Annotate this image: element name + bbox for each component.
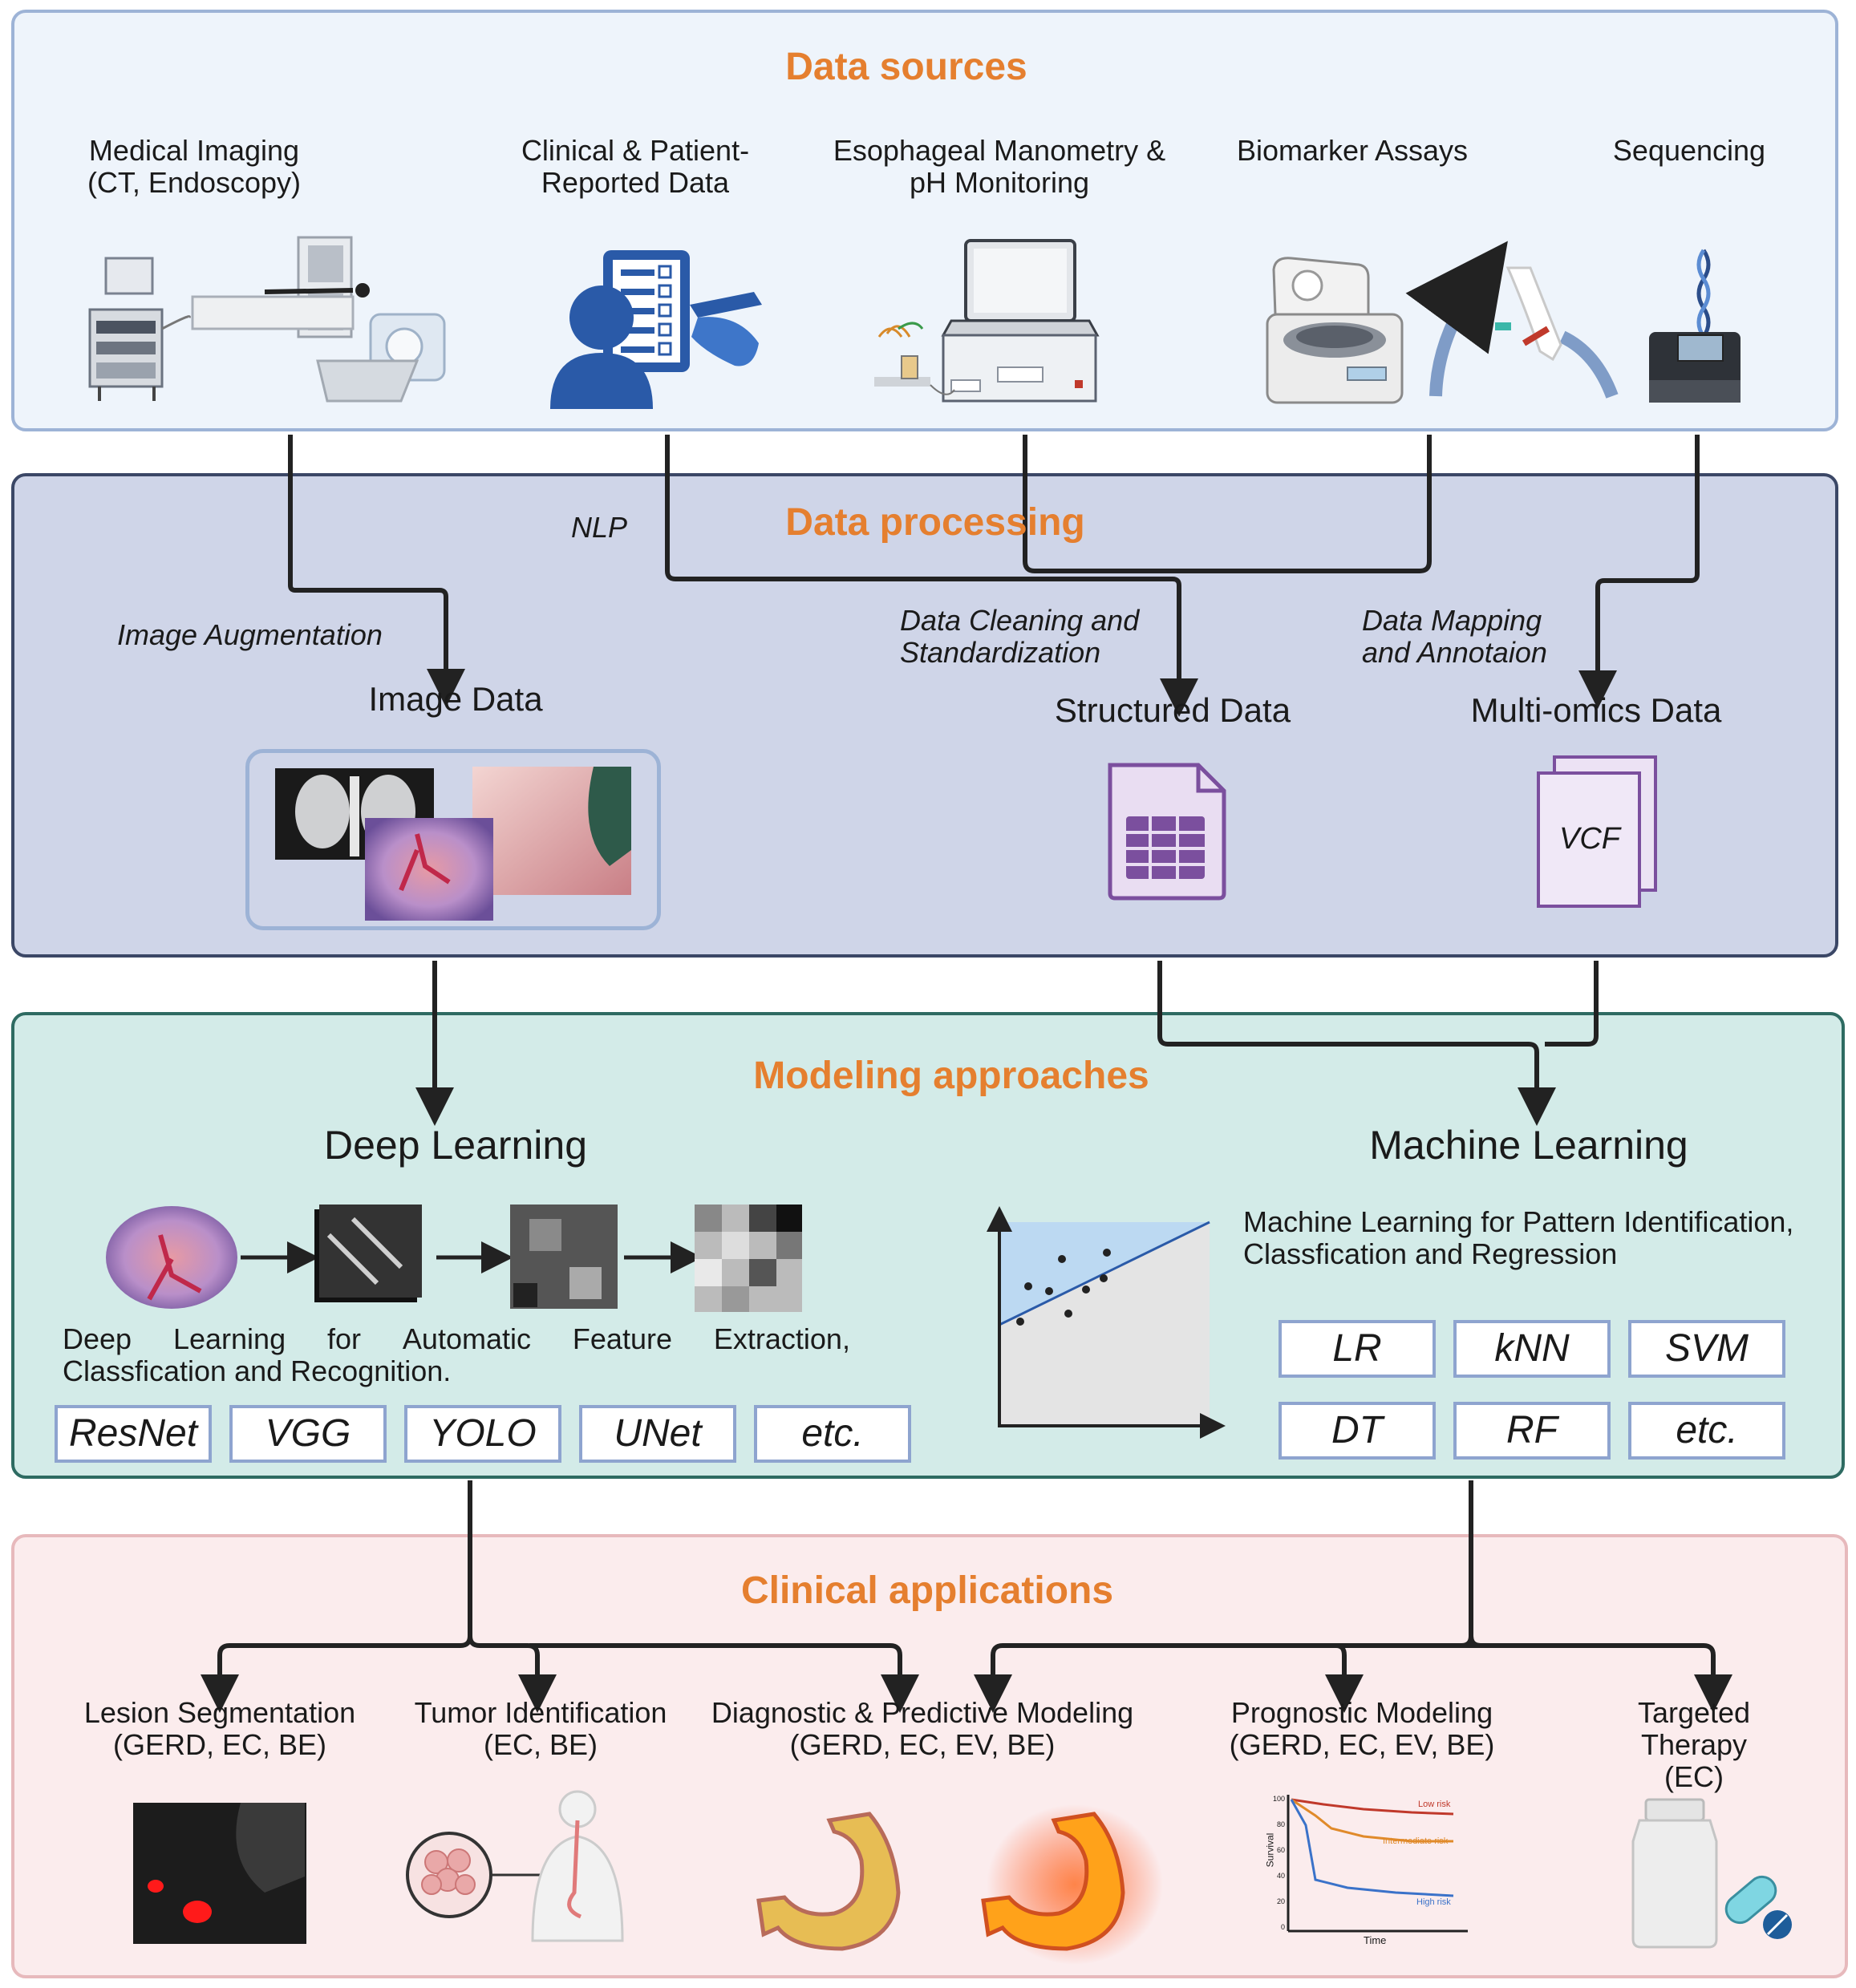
source-medical-imaging: Medical Imaging (CT, Endoscopy) bbox=[87, 134, 302, 199]
modeling-title: Modeling approaches bbox=[753, 1055, 1149, 1097]
sources-title: Data sources bbox=[785, 46, 1027, 88]
dl-desc-word: Learning bbox=[172, 1322, 286, 1355]
dl-desc-word: Extraction, bbox=[713, 1322, 850, 1355]
model-knn: kNN bbox=[1453, 1320, 1611, 1378]
feature-map-3 bbox=[695, 1205, 802, 1312]
structured-data-label: Structured Data bbox=[1054, 691, 1291, 729]
model-yolo: YOLO bbox=[404, 1405, 561, 1463]
stomach-icon bbox=[756, 1812, 901, 1951]
capsule-icon bbox=[1724, 1875, 1792, 1939]
laptop-manometry-icon bbox=[874, 239, 1100, 403]
app-tumor-identification: Tumor Identification (EC, BE) bbox=[414, 1696, 667, 1761]
km-series-intermediate: Intermediate risk bbox=[1383, 1836, 1449, 1846]
multiomics-data-label: Multi-omics Data bbox=[1470, 691, 1722, 729]
clinician-checklist-icon bbox=[550, 250, 762, 409]
dl-desc-line2: Classfication and Recognition. bbox=[63, 1354, 452, 1387]
data-sources-panel bbox=[11, 10, 1838, 431]
model-vgg: VGG bbox=[229, 1405, 387, 1463]
image-data-frame bbox=[245, 749, 661, 930]
model-etc-ml: etc. bbox=[1628, 1402, 1785, 1460]
ml-description: Machine Learning for Pattern Identificat… bbox=[1243, 1205, 1794, 1270]
data-processing-panel bbox=[11, 473, 1838, 958]
km-ytick: 60 bbox=[1276, 1846, 1285, 1854]
km-survival-plot bbox=[1287, 1795, 1468, 1933]
clinical-title: Clinical applications bbox=[740, 1569, 1114, 1612]
centrifuge-icon bbox=[1266, 257, 1404, 404]
nlp-label: NLP bbox=[571, 511, 628, 544]
km-ytick: 0 bbox=[1280, 1923, 1285, 1931]
vcf-file-icon bbox=[1537, 755, 1657, 908]
km-ytick: 40 bbox=[1276, 1872, 1285, 1880]
endoscopy-tower-icon bbox=[88, 257, 191, 401]
data-mapping-label: Data Mapping and Annotaion bbox=[1362, 604, 1547, 669]
sequencer-icon bbox=[1649, 249, 1741, 403]
source-biomarker: Biomarker Assays bbox=[1236, 134, 1469, 167]
blood-draw-icon bbox=[1405, 241, 1619, 399]
image-augmentation-label: Image Augmentation bbox=[117, 618, 383, 651]
data-cleaning-label: Data Cleaning and Standardization bbox=[900, 604, 1140, 669]
spreadsheet-file-icon bbox=[1108, 763, 1226, 901]
dl-pipeline bbox=[106, 1205, 802, 1312]
km-yticks: 100 80 60 40 20 0 bbox=[1272, 1795, 1285, 1931]
km-ytick: 100 bbox=[1272, 1795, 1285, 1803]
km-xlabel: Time bbox=[1364, 1934, 1387, 1946]
model-rf: RF bbox=[1453, 1402, 1611, 1460]
medicine-bottle-icon bbox=[1631, 1798, 1718, 1949]
source-sequencing: Sequencing bbox=[1612, 134, 1766, 167]
model-etc-dl: etc. bbox=[754, 1405, 911, 1463]
deep-learning-label: Deep Learning bbox=[323, 1123, 588, 1168]
feature-map-2 bbox=[510, 1205, 618, 1309]
ct-lung-image bbox=[275, 768, 434, 860]
km-ytick: 20 bbox=[1276, 1897, 1285, 1905]
dl-description: Deep Learning for Automatic Feature Extr… bbox=[63, 1323, 850, 1387]
vcf-label: VCF bbox=[1559, 822, 1620, 856]
source-clinical-data: Clinical & Patient- Reported Data bbox=[521, 134, 750, 199]
app-diagnostic-modeling: Diagnostic & Predictive Modeling (GERD, … bbox=[711, 1696, 1134, 1761]
dl-desc-word: for bbox=[327, 1322, 362, 1355]
app-prognostic-modeling: Prognostic Modeling (GERD, EC, EV, BE) bbox=[1229, 1696, 1495, 1761]
model-resnet: ResNet bbox=[55, 1405, 212, 1463]
processing-title: Data processing bbox=[785, 501, 1085, 544]
dl-desc-word: Feature bbox=[572, 1322, 672, 1355]
endoscopy-image-1 bbox=[472, 767, 631, 895]
stomach-inflamed-icon bbox=[981, 1804, 1163, 1965]
ml-scatter-plot bbox=[987, 1206, 1226, 1439]
machine-learning-label: Machine Learning bbox=[1369, 1123, 1688, 1168]
model-lr: LR bbox=[1279, 1320, 1436, 1378]
km-series-low: Low risk bbox=[1418, 1800, 1451, 1809]
model-dt: DT bbox=[1279, 1402, 1436, 1460]
lesion-segmentation-image bbox=[133, 1803, 306, 1944]
image-data-label: Image Data bbox=[368, 680, 543, 718]
ct-scanner-icon bbox=[191, 236, 446, 403]
model-unet: UNet bbox=[579, 1405, 736, 1463]
dl-desc-word: Automatic bbox=[402, 1322, 531, 1355]
dl-desc-word: Deep bbox=[63, 1322, 132, 1355]
app-lesion-segmentation: Lesion Segmentation (GERD, EC, BE) bbox=[83, 1696, 356, 1761]
clinical-applications-panel bbox=[11, 1534, 1848, 1978]
app-targeted-therapy: Targeted Therapy (EC) bbox=[1637, 1696, 1751, 1793]
source-manometry: Esophageal Manometry & pH Monitoring bbox=[833, 134, 1166, 199]
tumor-identification-image bbox=[406, 1790, 624, 1942]
km-series-high: High risk bbox=[1416, 1897, 1451, 1907]
endoscopy-image-2 bbox=[365, 818, 493, 921]
km-ytick: 80 bbox=[1276, 1820, 1285, 1828]
model-svm: SVM bbox=[1628, 1320, 1785, 1378]
